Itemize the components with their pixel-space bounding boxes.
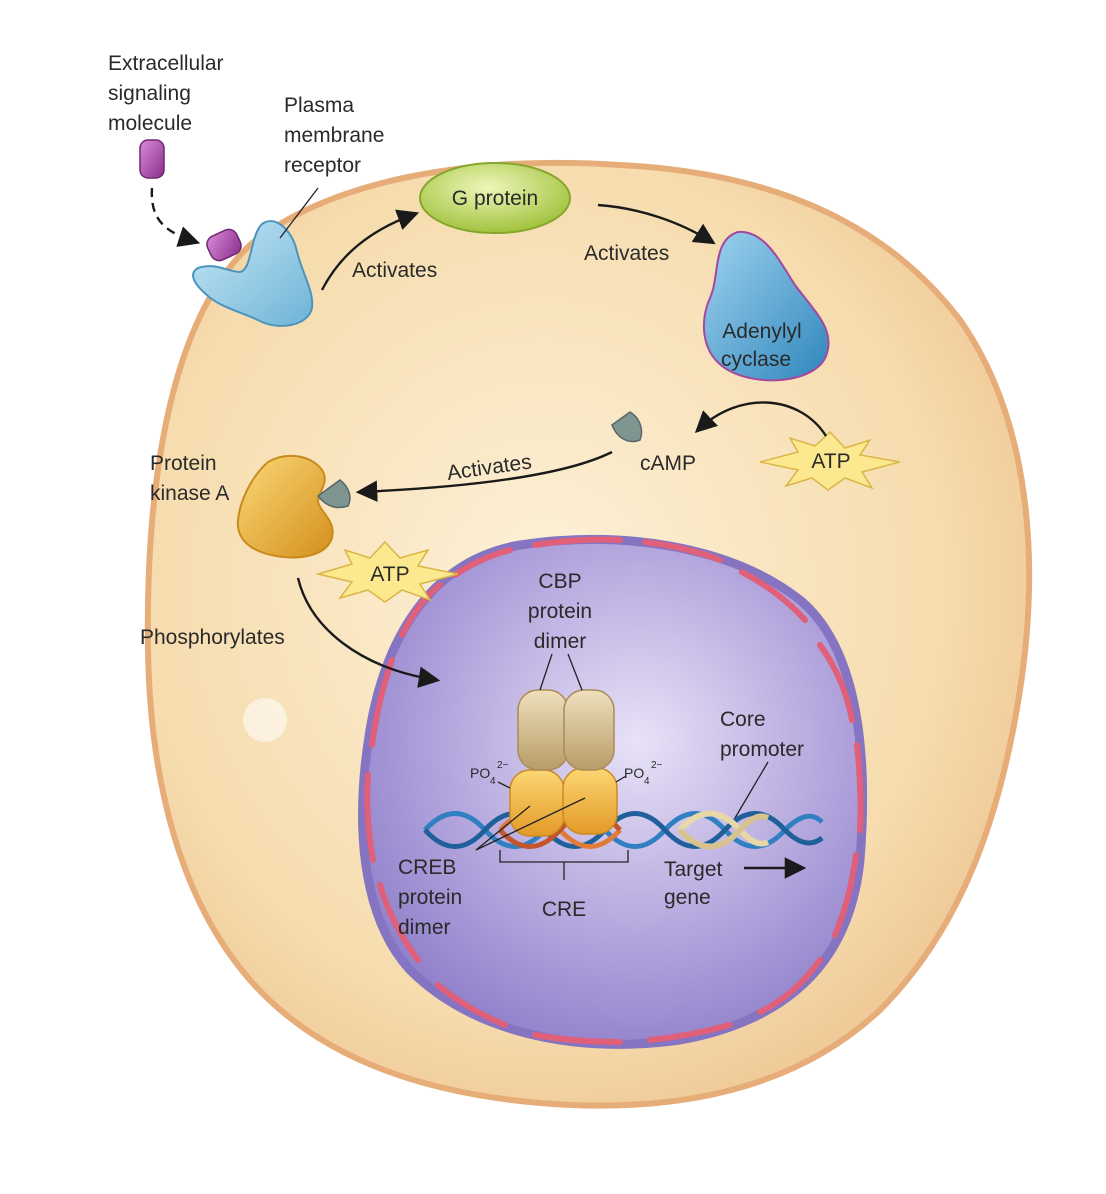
- label-g-protein: G protein: [452, 187, 538, 210]
- dna-helix: [423, 810, 824, 850]
- adenylyl-cyclase: [702, 230, 830, 382]
- label-creb-line3: dimer: [398, 916, 451, 939]
- cell-highlight: [243, 698, 287, 742]
- label-pka-line1: Protein: [150, 452, 217, 475]
- extracellular-signal-molecule: [139, 139, 165, 179]
- label-plasma-line2: membrane: [284, 124, 384, 147]
- label-po4-left-sup: 2−: [497, 760, 509, 771]
- activates-arrow-3: [355, 450, 613, 503]
- label-cbp-line3: dimer: [534, 630, 587, 653]
- label-core-line1: Core: [720, 708, 766, 731]
- label-adenylyl-line2: cyclase: [721, 348, 791, 371]
- atp-star-2: [315, 540, 459, 603]
- label-cbp-line1: CBP: [538, 570, 581, 593]
- label-core-line2: promoter: [720, 738, 804, 761]
- label-cbp-line2: protein: [528, 600, 592, 623]
- label-po4-right-sup: 2−: [651, 760, 663, 771]
- label-target-line2: gene: [664, 886, 711, 909]
- label-activates-2: Activates: [584, 242, 669, 265]
- label-cre: CRE: [542, 898, 586, 921]
- label-pka-line2: kinase A: [150, 482, 229, 505]
- creb-subunit-right: [562, 767, 618, 835]
- label-po4-right: PO: [624, 765, 644, 781]
- label-adenylyl-line1: Adenylyl: [722, 320, 801, 343]
- g-protein: [419, 162, 571, 234]
- bound-signal-molecule: [206, 228, 242, 262]
- phosphorylates-arrow: [296, 577, 441, 688]
- cbp-subunit-right: [563, 689, 615, 771]
- protein-kinase-a: [236, 454, 334, 559]
- pka-bound-camp: [316, 479, 351, 509]
- signal-binding-arrow: [150, 187, 201, 247]
- label-creb-line1: CREB: [398, 856, 456, 879]
- leader-lines: [475, 653, 769, 880]
- activates-arrow-1: [320, 209, 420, 291]
- atp-to-camp-arrow: [694, 401, 828, 437]
- creb-subunit-left: [509, 769, 565, 837]
- label-atp-1: ATP: [811, 450, 850, 473]
- label-plasma-line3: receptor: [284, 154, 361, 177]
- receptor-leader-line: [279, 187, 319, 239]
- label-po4-left: PO: [470, 765, 490, 781]
- label-plasma-line1: Plasma: [284, 94, 354, 117]
- activates-arrow-2: [597, 203, 716, 245]
- label-extracellular-line1: Extracellular: [108, 52, 224, 75]
- text-labels: Extracellular signaling molecule Plasma …: [108, 52, 851, 939]
- label-phosphorylates: Phosphorylates: [140, 626, 285, 649]
- label-camp: cAMP: [640, 452, 696, 475]
- plasma-membrane-receptor: [192, 220, 314, 327]
- label-activates-1: Activates: [352, 259, 437, 282]
- cbp-subunit-left: [517, 689, 569, 771]
- label-po4-left-sub: 4: [490, 776, 496, 787]
- label-extracellular-line3: molecule: [108, 112, 192, 135]
- camp-molecule: [611, 411, 643, 443]
- label-atp-2: ATP: [370, 563, 409, 586]
- label-target-line1: Target: [664, 858, 723, 881]
- label-creb-line2: protein: [398, 886, 462, 909]
- label-extracellular-line2: signaling: [108, 82, 191, 105]
- label-po4-right-sub: 4: [644, 776, 650, 787]
- atp-star-1: [759, 430, 901, 491]
- nuclear-envelope-segments: [364, 536, 864, 1045]
